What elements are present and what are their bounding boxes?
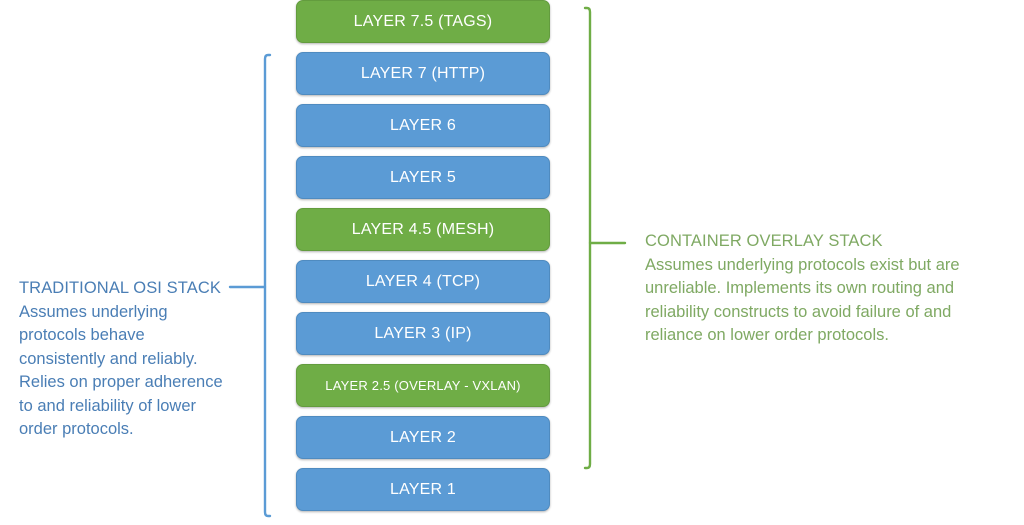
layer-box: LAYER 2 (296, 416, 550, 459)
layer-box-label: LAYER 2 (389, 428, 457, 446)
container-overlay-stack-bracket (580, 4, 635, 479)
layer-box: LAYER 4 (TCP) (296, 260, 550, 303)
layer-box: LAYER 6 (296, 104, 550, 147)
annotation-container-overlay-stack: CONTAINER OVERLAY STACK Assumes underlyi… (645, 230, 990, 348)
layer-box-label: LAYER 4.5 (MESH) (351, 220, 495, 238)
layer-box-label: LAYER 7.5 (TAGS) (353, 12, 493, 30)
annotation-traditional-osi-stack: TRADITIONAL OSI STACK Assumes underlying… (19, 277, 224, 442)
layer-box: LAYER 5 (296, 156, 550, 199)
layer-box-label: LAYER 5 (389, 168, 457, 186)
annotation-left-title: TRADITIONAL OSI STACK (19, 279, 221, 297)
layer-stack: LAYER 7.5 (TAGS) LAYER 7 (HTTP) LAYER 6 LAY… (296, 0, 550, 521)
layer-box-label: LAYER 7 (HTTP) (360, 64, 486, 82)
annotation-right-body: Assumes underlying protocols exist but a… (645, 255, 960, 345)
layer-box: LAYER 4.5 (MESH) (296, 208, 550, 251)
layer-box-label: LAYER 3 (IP) (374, 324, 472, 342)
layer-box: LAYER 2.5 (OVERLAY - VXLAN) (296, 364, 550, 407)
layer-box-label: LAYER 4 (TCP) (365, 272, 481, 290)
annotation-right-title: CONTAINER OVERLAY STACK (645, 232, 883, 250)
layer-box-label: LAYER 2.5 (OVERLAY - VXLAN) (325, 378, 521, 393)
layer-box-label: LAYER 1 (389, 480, 457, 498)
layer-box: LAYER 7.5 (TAGS) (296, 0, 550, 43)
layer-box: LAYER 3 (IP) (296, 312, 550, 355)
layer-box-label: LAYER 6 (389, 116, 457, 134)
traditional-osi-stack-bracket (225, 50, 275, 525)
annotation-left-body: Assumes underlying protocols behave cons… (19, 302, 223, 439)
layer-box: LAYER 1 (296, 468, 550, 511)
layer-box: LAYER 7 (HTTP) (296, 52, 550, 95)
